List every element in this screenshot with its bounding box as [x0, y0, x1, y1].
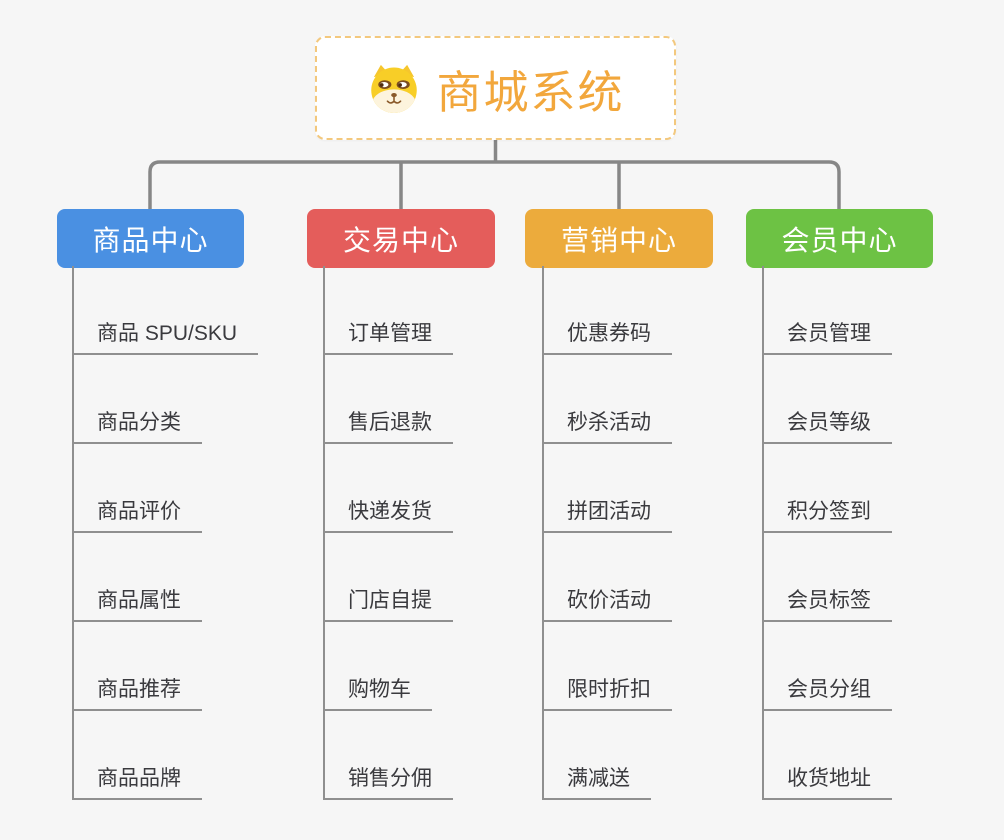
leaf-node[interactable]: 商品推荐: [74, 622, 202, 711]
branch-node-product-center[interactable]: 商品中心: [57, 209, 244, 268]
leaf-node[interactable]: 门店自提: [325, 533, 453, 622]
leaf-node[interactable]: 会员等级: [764, 355, 892, 444]
leaf-node[interactable]: 商品 SPU/SKU: [74, 266, 259, 355]
leaf-node[interactable]: 售后退款: [325, 355, 453, 444]
branch-node-marketing-center[interactable]: 营销中心: [525, 209, 713, 268]
leaf-node[interactable]: 商品评价: [74, 444, 202, 533]
leaf-node[interactable]: 收货地址: [764, 711, 892, 800]
leaf-node[interactable]: 拼团活动: [544, 444, 672, 533]
leaf-node[interactable]: 会员管理: [764, 266, 892, 355]
leaf-node[interactable]: 商品属性: [74, 533, 202, 622]
dog-face-icon: [371, 64, 418, 113]
leaf-node[interactable]: 限时折扣: [544, 622, 672, 711]
leaf-column-trade-center: 订单管理 售后退款 快递发货 门店自提 购物车 销售分佣: [323, 266, 453, 800]
root-title: 商城系统: [436, 66, 625, 118]
leaf-node[interactable]: 砍价活动: [544, 533, 672, 622]
leaf-node[interactable]: 会员分组: [764, 622, 892, 711]
leaf-column-member-center: 会员管理 会员等级 积分签到 会员标签 会员分组 收货地址: [762, 266, 892, 800]
branch-label: 会员中心: [781, 224, 898, 256]
branch-node-member-center[interactable]: 会员中心: [746, 209, 933, 268]
leaf-node[interactable]: 快递发货: [325, 444, 453, 533]
leaf-node[interactable]: 满减送: [544, 711, 651, 800]
branch-label: 营销中心: [560, 224, 677, 256]
leaf-node[interactable]: 积分签到: [764, 444, 892, 533]
leaf-node[interactable]: 会员标签: [764, 533, 892, 622]
leaf-node[interactable]: 商品分类: [74, 355, 202, 444]
branch-label: 交易中心: [342, 224, 459, 256]
leaf-column-marketing-center: 优惠券码 秒杀活动 拼团活动 砍价活动 限时折扣 满减送: [542, 266, 672, 800]
root-node[interactable]: 商城系统: [315, 36, 676, 140]
leaf-node[interactable]: 商品品牌: [74, 711, 202, 800]
leaf-node[interactable]: 销售分佣: [325, 711, 453, 800]
leaf-column-product-center: 商品 SPU/SKU 商品分类 商品评价 商品属性 商品推荐 商品品牌: [72, 266, 259, 800]
branch-node-trade-center[interactable]: 交易中心: [307, 209, 495, 268]
leaf-node[interactable]: 秒杀活动: [544, 355, 672, 444]
leaf-node[interactable]: 订单管理: [325, 266, 453, 355]
branch-label: 商品中心: [92, 224, 209, 256]
leaf-node[interactable]: 优惠券码: [544, 266, 672, 355]
leaf-node[interactable]: 购物车: [325, 622, 432, 711]
